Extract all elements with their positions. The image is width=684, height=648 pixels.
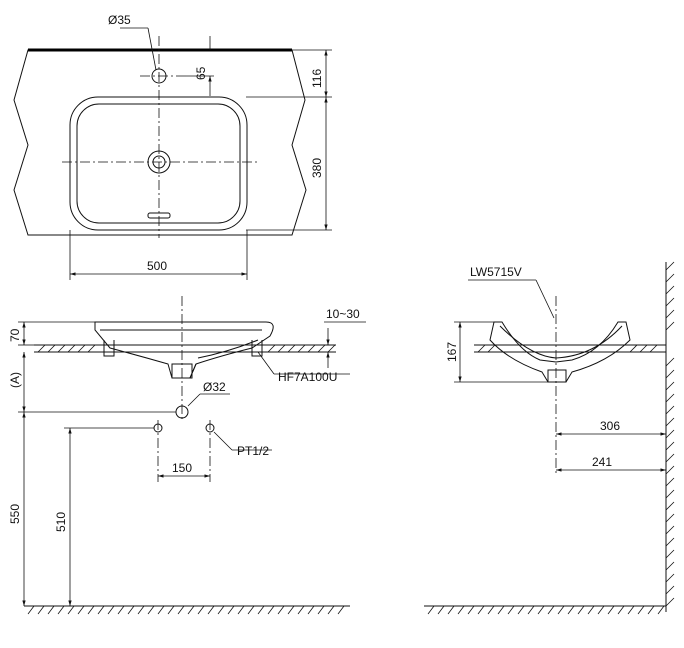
svg-text:~~~~: ~~~~ [212,328,224,334]
label-wall-to-edge: 306 [600,419,620,433]
label-supply-thread: PT1/2 [237,444,269,458]
label-fitting-code: HF7A100U [278,370,337,384]
label-front-ref: (A) [8,372,22,388]
label-hole-offset: 65 [194,66,208,80]
label-basin-width: 500 [147,259,167,273]
label-wall-to-drain: 241 [592,455,612,469]
front-view: ~~~~ [18,296,366,615]
counter-hatch [37,344,336,353]
label-drain-dia: Ø32 [203,380,226,394]
floor-hatch-left [27,605,345,615]
side-counter-hatch [477,344,658,353]
label-model-code: LW5715V [470,265,522,279]
label-counter-thickness: 10~30 [326,307,360,321]
plan-view [13,27,332,280]
wall-hatch [665,261,675,607]
label-front-height: 70 [8,328,22,342]
label-supply-spacing: 150 [172,461,192,475]
label-basin-depth: 380 [310,158,324,178]
label-floor-to-supply: 510 [54,512,68,532]
label-side-height: 167 [445,342,459,362]
label-top-depth: 116 [310,69,324,88]
label-hole-dia: Ø35 [108,13,131,27]
label-floor-to-counter: 550 [8,504,22,524]
floor-hatch-right [427,605,665,615]
side-view [424,261,675,615]
